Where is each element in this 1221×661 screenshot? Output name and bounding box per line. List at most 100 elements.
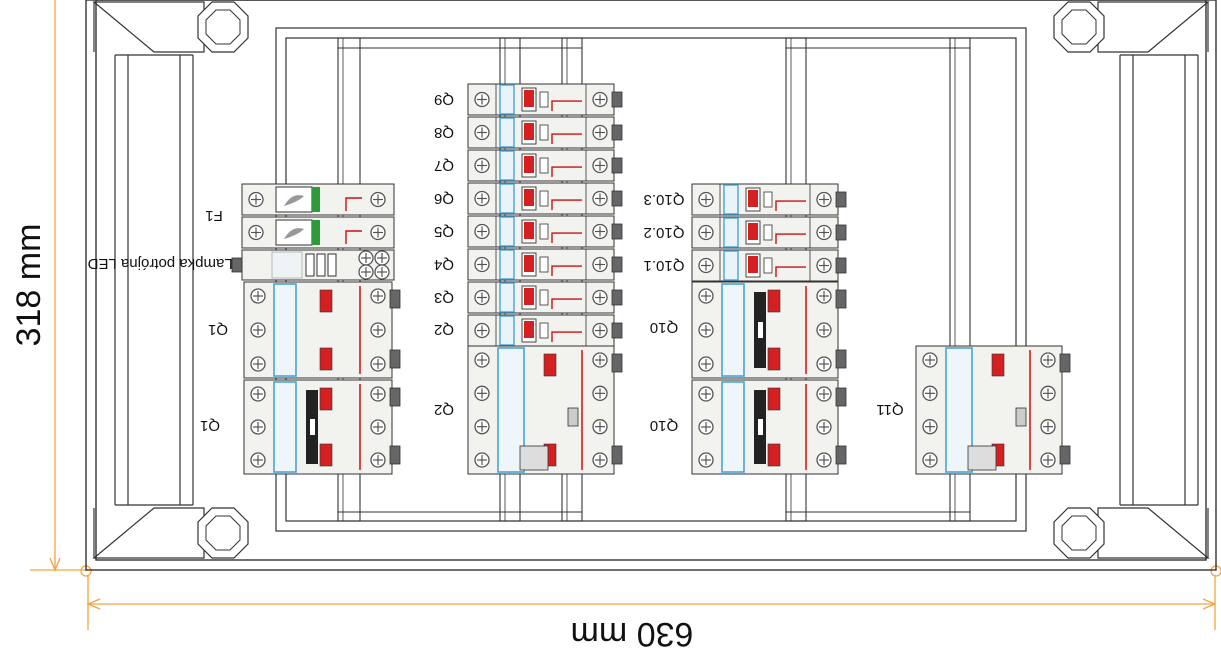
din-clip [835,224,847,241]
breaker-indicator [748,256,758,273]
breaker-indicator [524,189,534,206]
din-clip [835,289,847,309]
switch-handle-mark [310,419,315,435]
rcd-module [691,379,847,475]
bracket-nut-inner [1061,515,1097,551]
din-clip [611,353,623,373]
height-dimension-label: 318 mm [10,224,48,347]
height-arrow [49,557,61,572]
fuse-symbol [284,228,304,239]
breaker-row [691,249,847,282]
outer-frame [85,0,1217,571]
breaker-indicator [524,288,534,305]
fuse-green-tab [312,187,320,212]
bracket-nut [1053,1,1105,53]
corner-bracket [1053,507,1210,559]
rcd-red-button [543,353,557,377]
bracket-outline [1097,507,1210,559]
rcd-red-button [319,289,333,313]
label-q6: Q6 [434,190,454,207]
fuse-green-tab [312,220,320,245]
breaker-row [691,216,847,249]
bracket-nut-inner [205,515,241,551]
label-q10-1: Q10.1 [644,257,685,274]
red-wire [551,100,582,111]
red-wire [551,199,582,210]
din-clip [611,445,623,465]
fuse-symbol [284,195,304,206]
bottom-block [519,445,549,471]
bracket-nut [1053,507,1105,559]
rcd-red-button [991,353,1005,377]
bracket-outline [92,507,205,559]
breaker-indicator [524,222,534,239]
breaker-row [467,314,623,347]
width-arrow-right [1202,598,1217,610]
rcd-strip [723,184,739,215]
bracket-outline [1097,1,1210,53]
bracket-nut-inner [1061,9,1097,45]
breaker-lever [539,322,549,339]
width-dimension-label: 630 mm [571,615,694,653]
lamp-block [231,249,395,281]
label-q1-upper: Q1 [208,321,228,338]
red-wire [775,200,806,211]
red-wire [551,298,582,309]
breaker-lever [539,190,549,207]
rcd-red-button [319,347,333,371]
fuse-f1 [241,183,395,216]
din-clip [611,256,623,273]
red-wire [551,133,582,144]
rcd-red-button [767,347,781,371]
bracket-nut [197,507,249,559]
din-clip [835,445,847,465]
breaker-row [467,83,623,116]
breaker-lever [539,223,549,240]
breaker-lever [763,191,773,208]
corner-brackets [92,1,1210,559]
din-clip [835,257,847,274]
label-f1: F1 [205,207,223,224]
corner-bracket [92,507,249,559]
breaker-row [467,182,623,215]
rcd-blue-strip [721,283,745,377]
din-clip [611,190,623,207]
lamp-led [316,253,326,277]
din-clip [611,91,623,108]
dimension-lines [30,0,1221,630]
switch-handle-mark [758,322,763,338]
red-wire [775,266,806,277]
breaker-lever [763,257,773,274]
din-clip [231,257,243,273]
rcd-red-button [319,387,333,411]
label-lamp: Lampka potrójna LED [87,255,232,272]
label-q2-lower: Q2 [434,401,454,418]
din-clip [389,349,401,369]
rcd-strip [723,217,739,248]
label-q11: Q11 [876,401,903,418]
din-clip [389,289,401,309]
red-wire [775,233,806,244]
breaker-indicator [524,321,534,338]
label-q5: Q5 [434,223,454,240]
breaker-row [467,215,623,248]
din-clip [611,289,623,306]
rcd-module [243,281,401,379]
rcd-strip [499,216,515,247]
column-centre [467,83,623,475]
rcd-module [243,379,401,475]
test-button [1015,407,1027,427]
label-q10-3: Q10.3 [644,191,685,208]
module-body [243,281,393,379]
label-q10-2: Q10.2 [644,224,685,241]
lamp-led [305,253,315,277]
din-clip [835,387,847,407]
breaker-row [467,116,623,149]
rcd-strip [499,84,515,115]
lamp-lens [271,251,303,279]
breaker-row [691,183,847,216]
red-wire [345,197,362,211]
breaker-indicator [748,190,758,207]
red-wire [551,166,582,177]
